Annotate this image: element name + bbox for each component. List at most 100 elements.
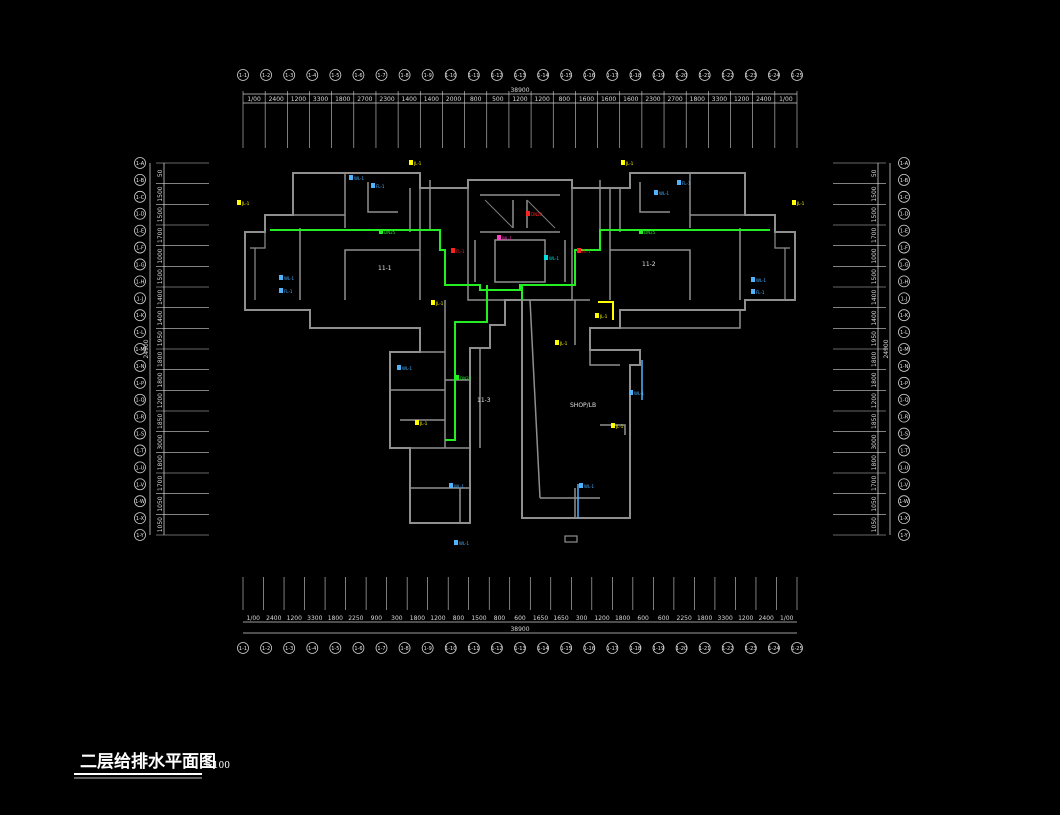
left-dim-value: 1050 (157, 496, 164, 511)
right-axis-label: 1-Q (899, 398, 908, 404)
bottom-axis-bubble (721, 642, 734, 654)
right-axis-label: 1-K (900, 313, 909, 319)
riser-tag-label: JL-1 (435, 301, 444, 306)
right-axis-label: 1-D (900, 212, 909, 218)
right-dim-value: 1000 (871, 248, 878, 263)
top-dim-value: 2400 (756, 96, 771, 103)
top-dim-value: 1800 (690, 96, 705, 103)
top-axis-label: 1-25 (791, 73, 802, 79)
left-axis-label: 1-D (136, 212, 145, 218)
bottom-axis-bubble (537, 642, 549, 654)
riser-tag-label: WL-1 (402, 366, 413, 371)
bottom-axis-bubble (398, 642, 411, 654)
riser-tag-label: WL-1 (756, 278, 767, 283)
top-dim-value: 500 (492, 96, 504, 103)
left-axis-label: 1-F (136, 246, 144, 252)
bottom-axis-label: 1-20 (676, 646, 687, 652)
top-axis-bubble (421, 69, 434, 81)
top-axis-label: 1-21 (699, 73, 710, 79)
room-label-big-room: SHOP/LB (570, 402, 596, 409)
riser-tag-label: DN25 (644, 230, 656, 235)
left-axis-bubble (134, 309, 146, 322)
top-dim-value: 800 (470, 96, 482, 103)
bottom-dim-value: 800 (494, 615, 506, 622)
right-dim-value: 50 (871, 169, 878, 177)
bottom-axis-bubble (306, 642, 319, 654)
left-dim-value: 50 (157, 169, 164, 177)
bottom-axis-label: 1-5 (331, 646, 339, 652)
water-supply-pipes (270, 229, 770, 518)
bottom-axis-bubble (560, 642, 573, 654)
left-axis-bubble (134, 207, 146, 220)
top-axis-bubble (444, 69, 457, 81)
riser-tag-label: JL-1 (419, 421, 428, 426)
riser-marker (279, 275, 283, 280)
top-axis-label: 1-23 (745, 73, 756, 79)
top-dim-value: 1/00 (247, 96, 261, 103)
riser-marker (577, 248, 581, 253)
bottom-dim-value: 1800 (410, 615, 425, 622)
riser-tag-label: JL-1 (413, 161, 422, 166)
right-axis-label: 1-T (900, 448, 909, 454)
left-axis-bubble (134, 529, 146, 541)
left-axis-label: 1-B (136, 178, 145, 184)
top-axis-bubble (260, 69, 272, 81)
floor-plan-walls (244, 172, 796, 543)
left-axis-label: 1-E (136, 229, 144, 235)
riser-marker (751, 289, 755, 294)
right-axis-bubble (898, 427, 910, 440)
left-axis-bubble (134, 343, 146, 355)
riser-tag-label: FL-1 (376, 184, 385, 189)
bottom-axis-label: 1-6 (354, 646, 362, 652)
bottom-axis-label: 1-11 (468, 646, 479, 652)
left-axis-label: 1-W (135, 499, 145, 505)
riser-marker (415, 420, 419, 425)
right-axis-bubble (898, 174, 910, 186)
left-axis-bubble (134, 444, 146, 457)
room-label-right-unit: 11-2 (642, 261, 656, 268)
top-dim-total: 38900 (510, 87, 529, 94)
left-dim-value: 1950 (157, 331, 164, 346)
left-axis-label: 1-S (136, 432, 144, 438)
bottom-axis-bubble (352, 642, 365, 654)
left-axis-bubble (134, 393, 146, 406)
right-axis-label: 1-M (899, 347, 908, 353)
riser-tag-label: DN25 (384, 230, 396, 235)
right-axis-bubble (898, 343, 910, 355)
left-dim-value: 1500 (157, 207, 164, 222)
right-dim-value: 3000 (871, 434, 878, 449)
bottom-axis-bubble (629, 642, 642, 654)
left-axis-bubble (134, 512, 146, 524)
bottom-axis-label: 1-16 (584, 646, 595, 652)
right-axis-bubble (898, 512, 910, 524)
top-dim-value: 1400 (424, 96, 439, 103)
left-axis-bubble (134, 292, 146, 305)
right-axis-bubble (898, 393, 910, 406)
room-label-lower-unit: 11-3 (477, 397, 491, 404)
top-dim-value: 1600 (623, 96, 638, 103)
top-dim-value: 2300 (645, 96, 660, 103)
right-axis-bubble (898, 478, 910, 491)
bottom-axis-label: 1-4 (308, 646, 316, 652)
top-axis-label: 1-13 (514, 73, 525, 79)
right-axis-bubble (898, 495, 910, 508)
right-dim-value: 1950 (871, 331, 878, 346)
top-axis-bubble (329, 69, 342, 81)
riser-marker (751, 277, 755, 282)
top-axis-bubble (721, 69, 734, 81)
riser-tag-label: WL-1 (549, 256, 560, 261)
bottom-axis-bubble (283, 642, 296, 654)
title-block: 二层给排水平面图 1:100 (74, 751, 230, 779)
left-axis-label: 1-T (136, 448, 145, 454)
riser-marker (497, 235, 501, 240)
left-axis-bubble (134, 190, 146, 203)
right-dim-value: 1800 (871, 455, 878, 470)
bottom-axis-label: 1-9 (424, 646, 432, 652)
bottom-axis-bubble (652, 642, 665, 654)
riser-marker (397, 365, 401, 370)
right-axis-label: 1-X (900, 516, 909, 522)
top-axis-bubble (652, 69, 665, 81)
left-axis-bubble (134, 360, 146, 372)
bottom-axis-label: 1-14 (537, 646, 548, 652)
bottom-axis-bubble (375, 642, 388, 654)
